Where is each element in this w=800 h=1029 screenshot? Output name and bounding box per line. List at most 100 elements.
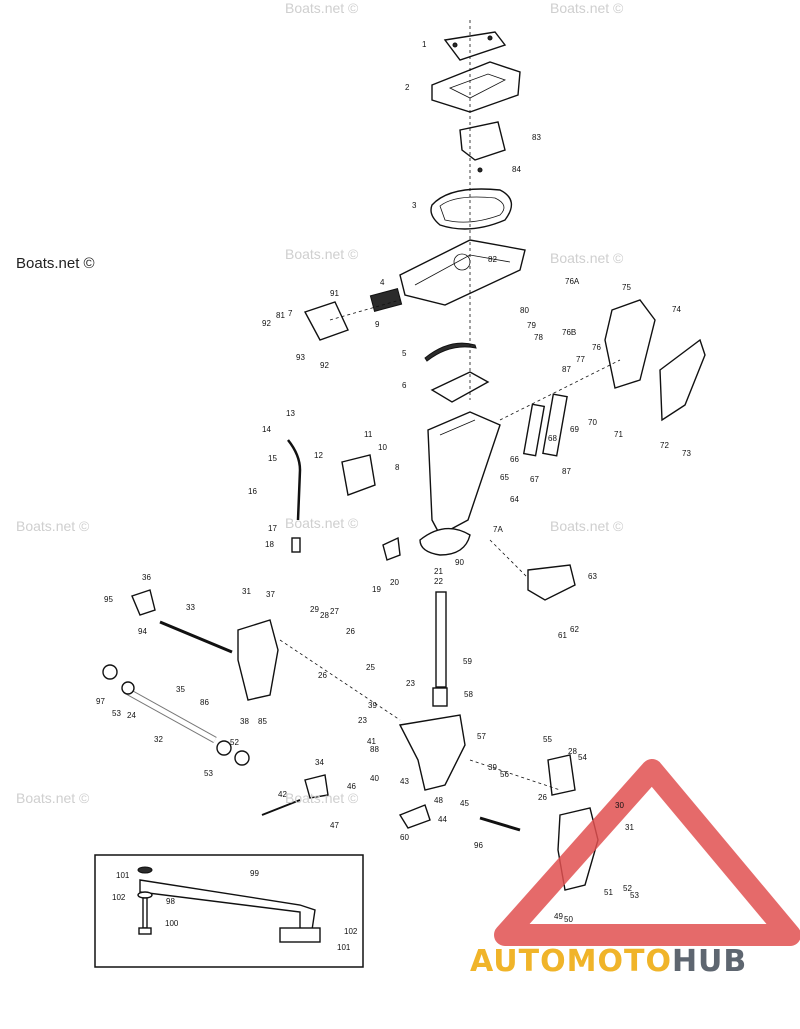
callout-87: 87 bbox=[562, 467, 571, 476]
callout-60: 60 bbox=[400, 833, 409, 842]
callout-75: 75 bbox=[622, 283, 631, 292]
callout-98: 98 bbox=[166, 897, 175, 906]
part-58-bushing bbox=[432, 687, 448, 707]
callout-40: 40 bbox=[370, 774, 379, 783]
callout-87: 87 bbox=[562, 365, 571, 374]
callout-51: 51 bbox=[604, 888, 613, 897]
callout-63: 63 bbox=[588, 572, 597, 581]
callout-92: 92 bbox=[320, 361, 329, 370]
part-91-bracket bbox=[303, 301, 349, 341]
callout-18: 18 bbox=[265, 540, 274, 549]
callout-24: 24 bbox=[127, 711, 136, 720]
callout-68: 68 bbox=[548, 434, 557, 443]
callout-12: 12 bbox=[314, 451, 323, 460]
callout-38: 38 bbox=[240, 717, 249, 726]
callout-83: 83 bbox=[532, 133, 541, 142]
callout-41: 41 bbox=[367, 737, 376, 746]
watermark: Boats.net © bbox=[550, 518, 624, 534]
part-gasket-top bbox=[443, 31, 507, 61]
callout-39: 39 bbox=[488, 763, 497, 772]
callout-26: 26 bbox=[318, 671, 327, 680]
callout-42: 42 bbox=[278, 790, 287, 799]
part-20-mount bbox=[382, 536, 401, 561]
callout-25: 25 bbox=[366, 663, 375, 672]
part-75-shroud bbox=[604, 299, 656, 389]
part-11-bracket bbox=[341, 454, 376, 496]
callout-56: 56 bbox=[500, 770, 509, 779]
callout-99: 99 bbox=[250, 869, 259, 878]
brand-part-1: AUTOMOTO bbox=[470, 944, 672, 979]
callout-73: 73 bbox=[682, 449, 691, 458]
part-37-clamp-bracket bbox=[237, 619, 279, 701]
callout-65: 65 bbox=[500, 473, 509, 482]
watermark: Boats.net © bbox=[285, 246, 359, 262]
callout-101: 101 bbox=[116, 871, 130, 880]
callout-100: 100 bbox=[165, 919, 179, 928]
callout-91: 91 bbox=[330, 289, 339, 298]
part-3-gasket bbox=[430, 188, 513, 230]
callout-16: 16 bbox=[248, 487, 257, 496]
callout-78: 78 bbox=[534, 333, 543, 342]
callout-79: 79 bbox=[527, 321, 536, 330]
part-84-screw bbox=[477, 167, 483, 173]
callout-11: 11 bbox=[364, 430, 373, 439]
watermark: Boats.net © bbox=[285, 515, 359, 531]
callout-50: 50 bbox=[564, 915, 573, 924]
callout-44: 44 bbox=[438, 815, 447, 824]
callout-66: 66 bbox=[510, 455, 519, 464]
callout-70: 70 bbox=[588, 418, 597, 427]
callout-34: 34 bbox=[315, 758, 324, 767]
callout-31: 31 bbox=[242, 587, 251, 596]
callout-3: 3 bbox=[412, 201, 417, 210]
part-plate bbox=[431, 61, 521, 113]
callout-72: 72 bbox=[660, 441, 669, 450]
callout-64: 64 bbox=[510, 495, 519, 504]
callout-69: 69 bbox=[570, 425, 579, 434]
callout-19: 19 bbox=[372, 585, 381, 594]
callout-102: 102 bbox=[344, 927, 358, 936]
part-53-nut bbox=[216, 740, 232, 756]
callout-39: 39 bbox=[368, 701, 377, 710]
callout-15: 15 bbox=[268, 454, 277, 463]
callout-92: 92 bbox=[262, 319, 271, 328]
callout-21: 21 bbox=[434, 567, 443, 576]
callout-76: 76 bbox=[592, 343, 601, 352]
callout-81: 81 bbox=[276, 311, 285, 320]
callout-45: 45 bbox=[460, 799, 469, 808]
part-4-adapter-plate bbox=[399, 239, 526, 306]
callout-8: 8 bbox=[395, 463, 400, 472]
brand-part-2: HUB bbox=[671, 944, 748, 979]
part-5-seal bbox=[424, 342, 477, 362]
callout-62: 62 bbox=[570, 625, 579, 634]
callout-23: 23 bbox=[358, 716, 367, 725]
part-44-clamp bbox=[398, 804, 431, 829]
part-24-washer bbox=[121, 681, 135, 695]
callout-59: 59 bbox=[463, 657, 472, 666]
callout-33: 33 bbox=[186, 603, 195, 612]
part-67-bracket bbox=[522, 403, 546, 457]
callout-57: 57 bbox=[477, 732, 486, 741]
part-52-nut bbox=[234, 750, 250, 766]
part-72-cover bbox=[659, 338, 706, 422]
part-6-gasket bbox=[430, 371, 490, 403]
callout-2: 2 bbox=[405, 83, 410, 92]
callout-32: 32 bbox=[154, 735, 163, 744]
callout-43: 43 bbox=[400, 777, 409, 786]
part-59-shaft bbox=[435, 591, 447, 688]
automotohub-logo-icon bbox=[494, 759, 800, 946]
callout-30: 30 bbox=[615, 801, 624, 810]
callout-9: 9 bbox=[375, 320, 380, 329]
callout-36: 36 bbox=[142, 573, 151, 582]
part-68-bracket bbox=[542, 393, 568, 457]
callout-27: 27 bbox=[330, 607, 339, 616]
callout-52: 52 bbox=[230, 738, 239, 747]
callout-28: 28 bbox=[568, 747, 577, 756]
part-65-driveshaft-housing bbox=[419, 411, 501, 556]
callout-10: 10 bbox=[378, 443, 387, 452]
part-34-clip bbox=[304, 774, 329, 799]
callout-53: 53 bbox=[204, 769, 213, 778]
callout-48: 48 bbox=[434, 796, 443, 805]
brand-wordmark: AUTOMOTOHUB bbox=[470, 944, 747, 979]
callout-77: 77 bbox=[576, 355, 585, 364]
callout-101: 101 bbox=[337, 943, 351, 952]
